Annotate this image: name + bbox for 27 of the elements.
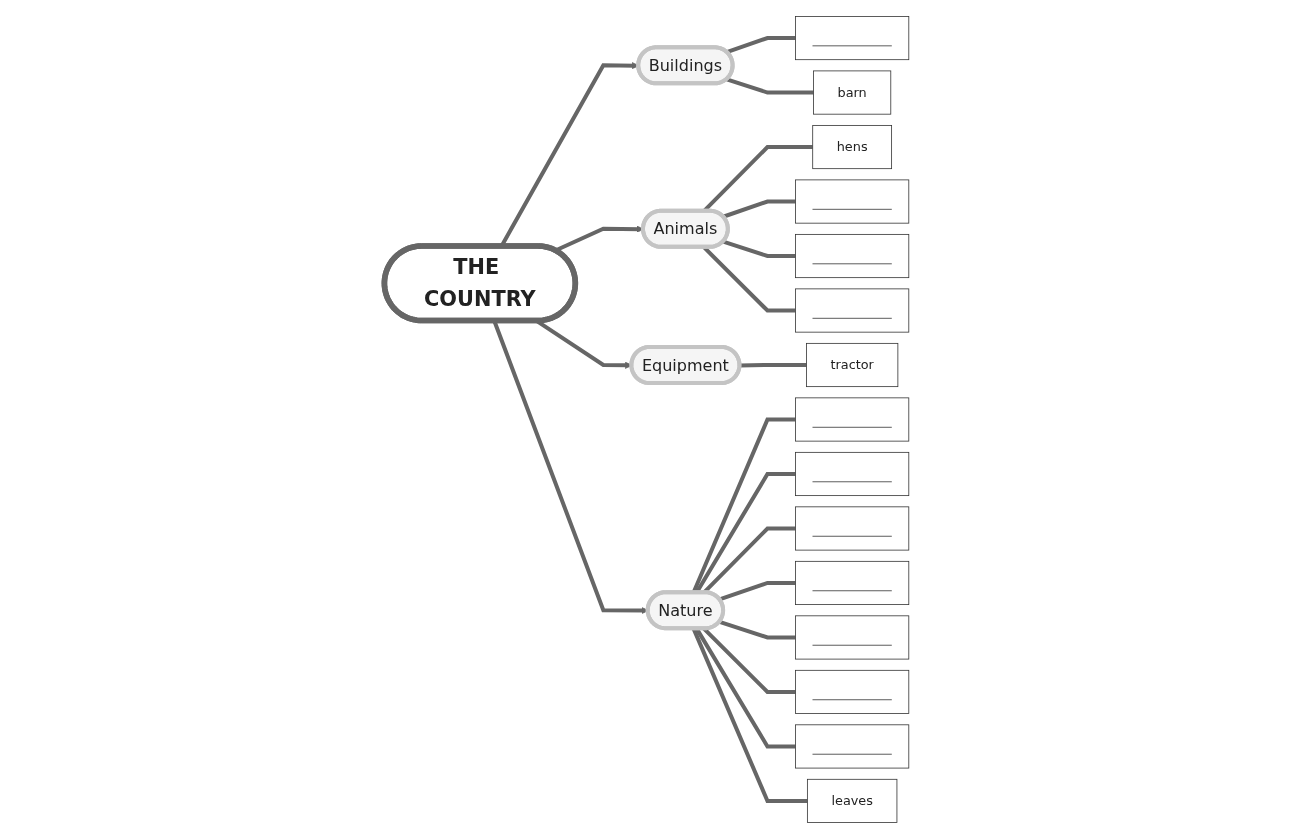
central-topic-oval: THE COUNTRY — [381, 243, 578, 324]
topic-oval: Nature — [645, 590, 725, 631]
connector-line — [722, 239, 796, 259]
word-box: tractor — [805, 342, 899, 388]
answer-box — [795, 560, 910, 605]
topic-oval: Buildings — [636, 45, 735, 86]
connector-line — [718, 580, 796, 602]
topic-oval: Equipment — [629, 344, 742, 386]
connector-line — [722, 199, 796, 219]
answer-box — [795, 16, 910, 61]
answer-box — [795, 234, 910, 279]
answer-box — [795, 615, 910, 660]
connector-line — [726, 77, 814, 95]
connector-line — [718, 619, 796, 640]
word-box: hens — [812, 125, 892, 170]
connector-line — [726, 36, 796, 54]
answer-box — [795, 506, 910, 551]
arrow — [554, 225, 644, 253]
answer-box — [795, 451, 910, 496]
answer-box — [795, 397, 910, 442]
answer-box — [795, 288, 910, 333]
word-box: leaves — [806, 778, 898, 823]
answer-box — [795, 179, 910, 224]
answer-box — [795, 724, 910, 769]
topic-oval: Animals — [640, 208, 730, 249]
word-box: barn — [813, 70, 892, 115]
answer-box — [795, 669, 910, 714]
